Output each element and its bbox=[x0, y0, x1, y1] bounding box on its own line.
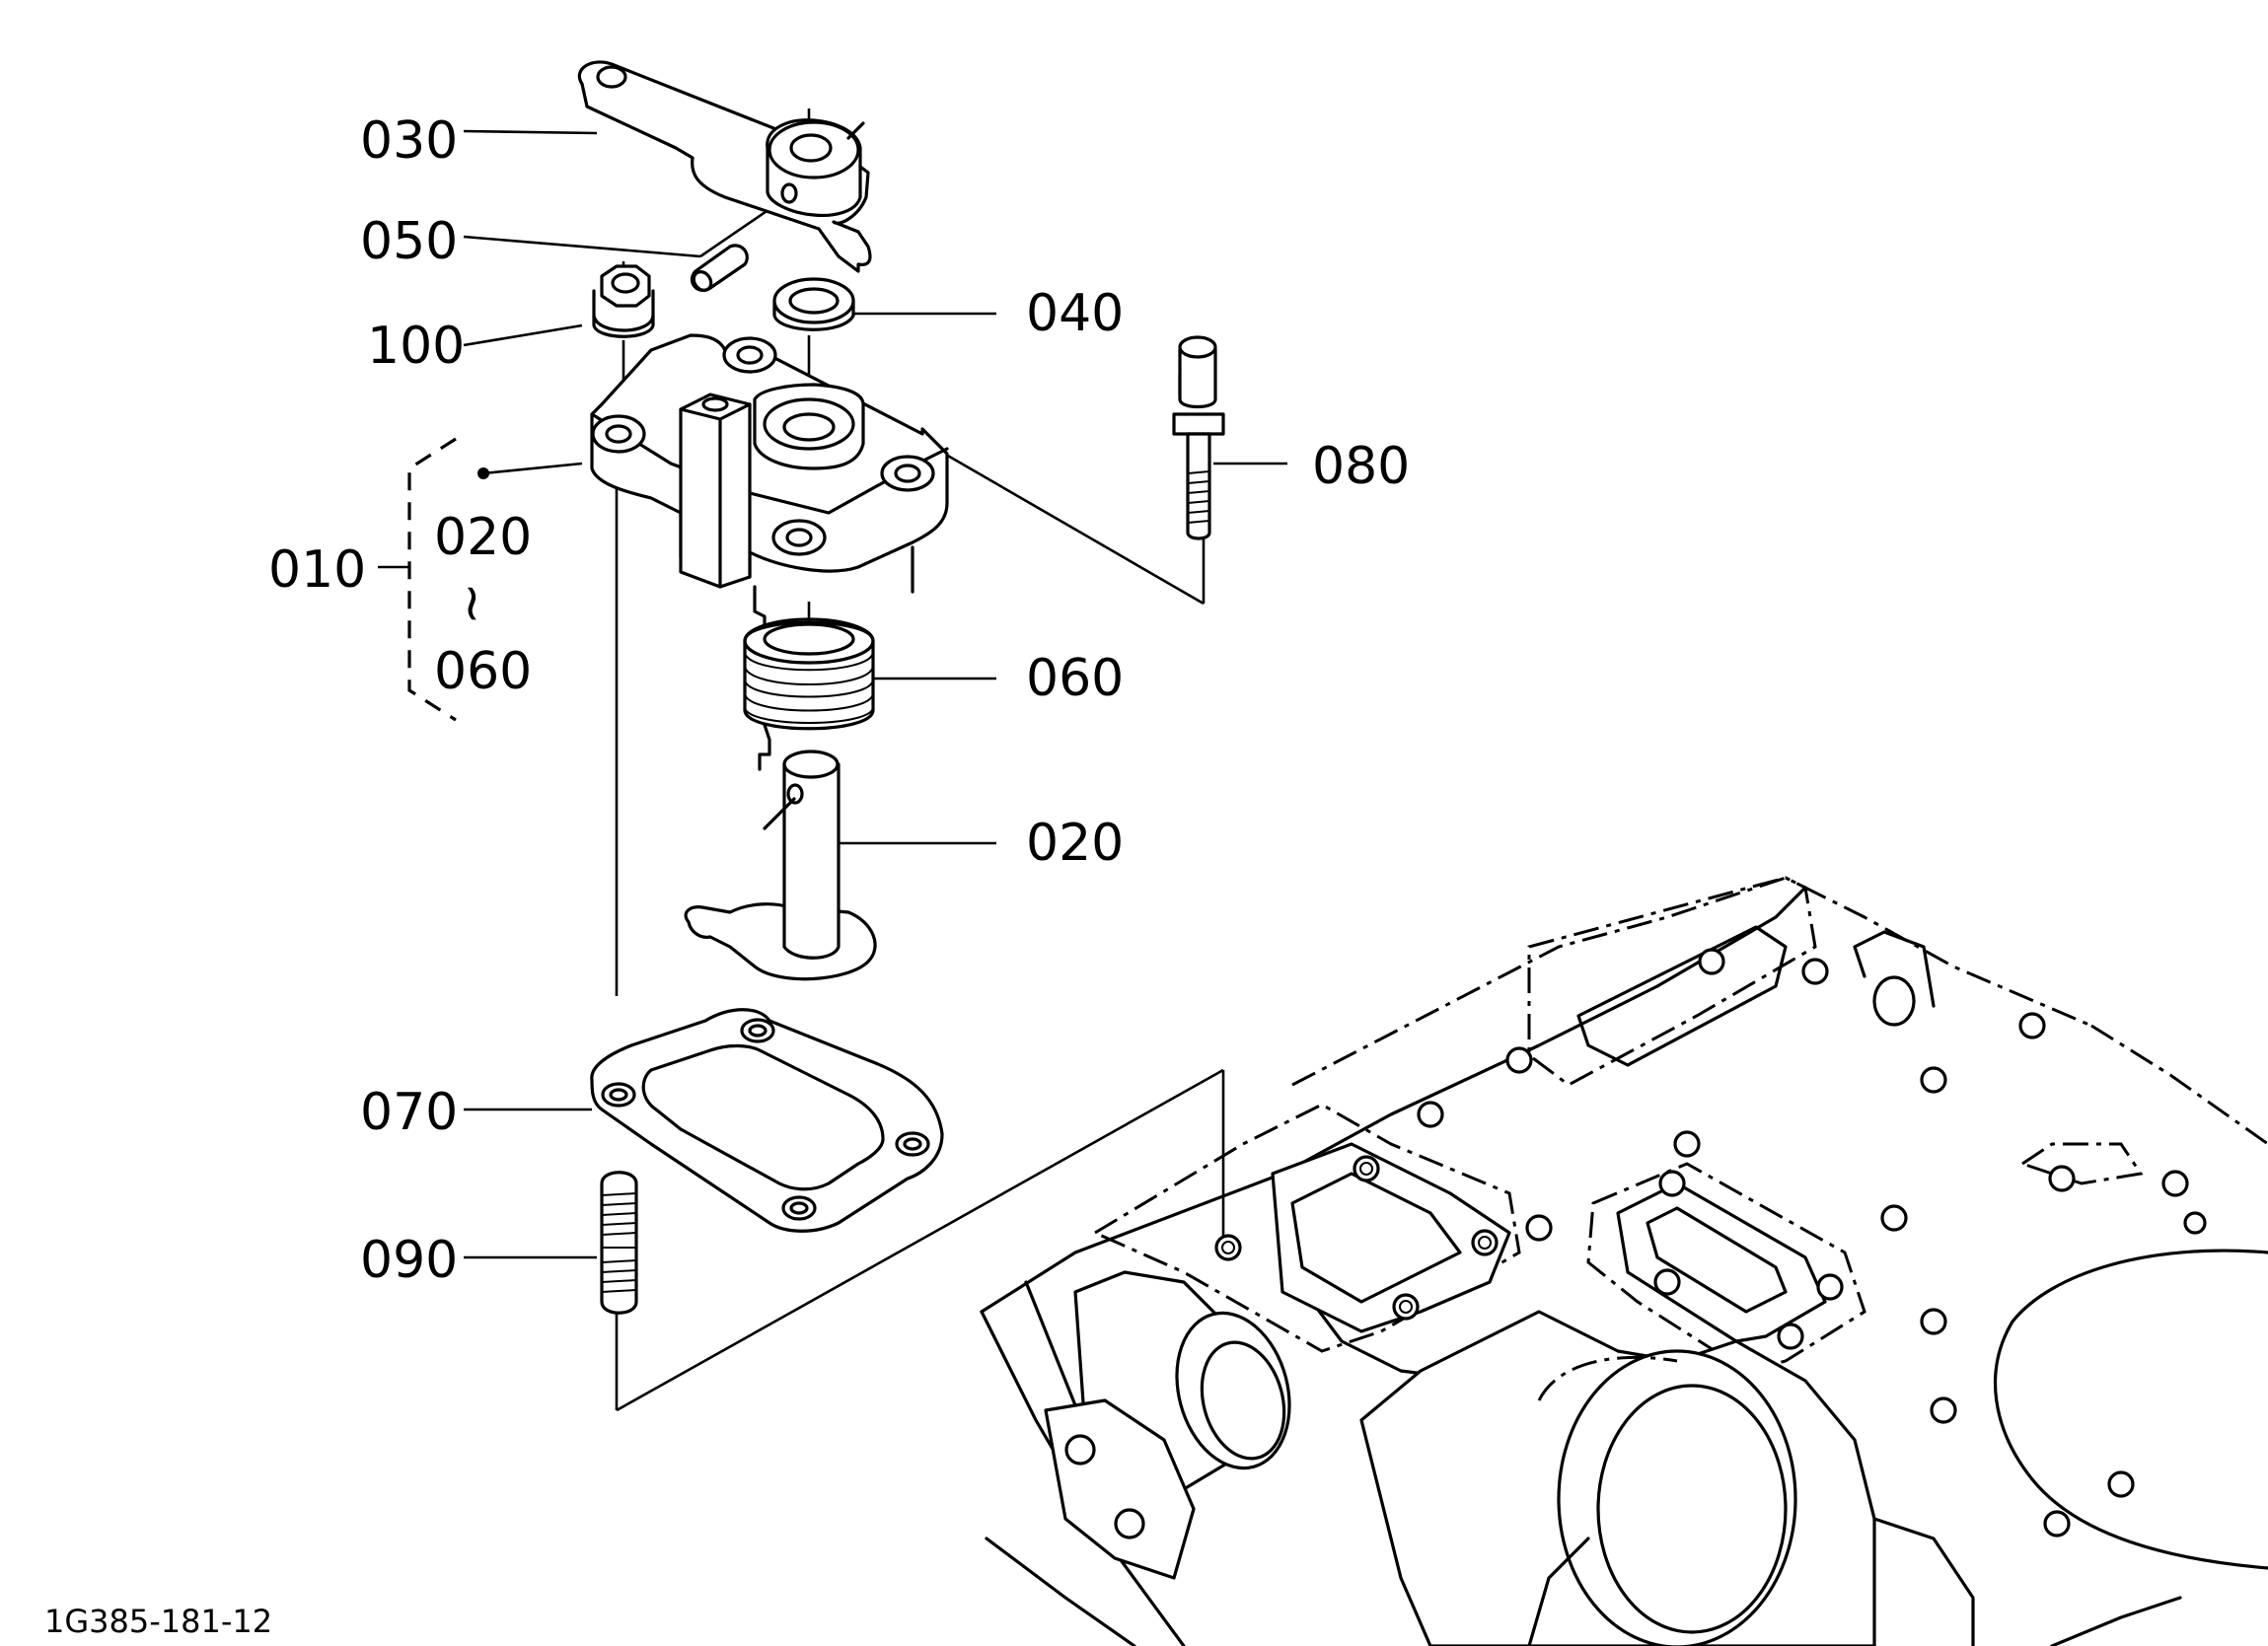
nut-100 bbox=[592, 264, 655, 338]
callout-020: 020 bbox=[1026, 814, 1124, 873]
callout-060-kit: 060 bbox=[434, 642, 532, 701]
kit-marker-dot bbox=[477, 467, 489, 479]
stud-090 bbox=[600, 1171, 638, 1315]
kit-bracket-010 bbox=[407, 437, 457, 722]
callout-080: 080 bbox=[1312, 437, 1410, 496]
callout-range-symbol: ~ bbox=[443, 582, 502, 625]
callout-090: 090 bbox=[360, 1231, 458, 1290]
callout-030: 030 bbox=[360, 111, 458, 171]
callout-labels: 030 050 100 040 080 010 020 ~ 060 060 02… bbox=[268, 111, 1410, 1290]
gasket-070 bbox=[590, 1008, 944, 1233]
housing-010 bbox=[590, 333, 949, 594]
shaft-020 bbox=[684, 750, 877, 981]
callout-060: 060 bbox=[1026, 649, 1124, 708]
callout-070: 070 bbox=[360, 1083, 458, 1142]
bolt-080 bbox=[1172, 335, 1225, 540]
callout-040: 040 bbox=[1026, 284, 1124, 343]
engine-block bbox=[980, 876, 2268, 1646]
spring-060 bbox=[743, 585, 875, 771]
drawing-reference: 1G385-181-12 bbox=[44, 1603, 272, 1640]
callout-010: 010 bbox=[268, 540, 366, 600]
callout-100: 100 bbox=[367, 317, 465, 376]
lever-030 bbox=[577, 60, 872, 273]
pin-050 bbox=[690, 244, 749, 292]
callout-020-kit: 020 bbox=[434, 508, 532, 567]
seal-040 bbox=[772, 277, 855, 331]
leader-lines bbox=[378, 108, 1287, 1412]
callout-050: 050 bbox=[360, 212, 458, 271]
